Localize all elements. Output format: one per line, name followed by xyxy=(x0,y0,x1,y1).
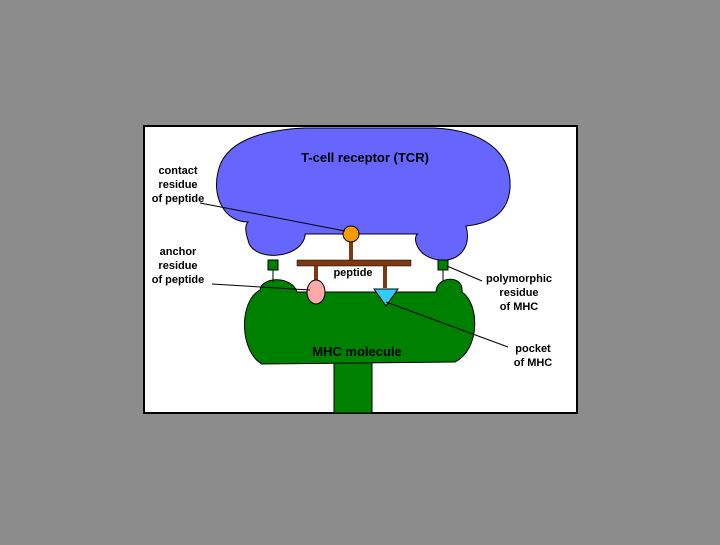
contact-side-chain xyxy=(349,240,353,260)
tcr-body xyxy=(216,127,511,261)
anchor-label-line-1: anchor xyxy=(160,246,197,258)
tcr-label: T-cell receptor (TCR) xyxy=(301,150,429,165)
anchor-label-line-2: residue xyxy=(158,260,197,272)
mhc-label: MHC molecule xyxy=(312,344,402,359)
peptide-label: peptide xyxy=(333,267,372,279)
polymorphic-residue-right xyxy=(437,259,449,271)
contact-label-line-1: contact xyxy=(158,165,197,177)
pocket-leader xyxy=(385,301,509,348)
contact-residue xyxy=(342,225,360,243)
pocket-side-chain xyxy=(383,266,387,288)
anchor-label-line-3: of peptide xyxy=(152,274,205,286)
pocket-label-line-2: of MHC xyxy=(514,357,553,369)
polymorphic-label-line-2: residue xyxy=(499,287,538,299)
contact-label-line-2: residue xyxy=(158,179,197,191)
anchor-side-chain xyxy=(314,266,318,284)
contact-label-line-3: of peptide xyxy=(152,193,205,205)
anchor-leader xyxy=(211,283,311,291)
pocket-label-line-1: pocket xyxy=(515,343,551,355)
polymorphic-label-line-3: of MHC xyxy=(500,301,539,313)
mhc-body xyxy=(244,278,476,365)
contact-leader xyxy=(199,202,346,232)
polymorphic-residue-left xyxy=(267,259,279,271)
polymorphic-leader xyxy=(446,265,483,282)
polymorphic-label-line-1: polymorphic xyxy=(486,273,552,285)
mhc-pocket xyxy=(373,288,399,307)
peptide-backbone xyxy=(296,259,412,267)
anchor-residue xyxy=(306,279,326,305)
